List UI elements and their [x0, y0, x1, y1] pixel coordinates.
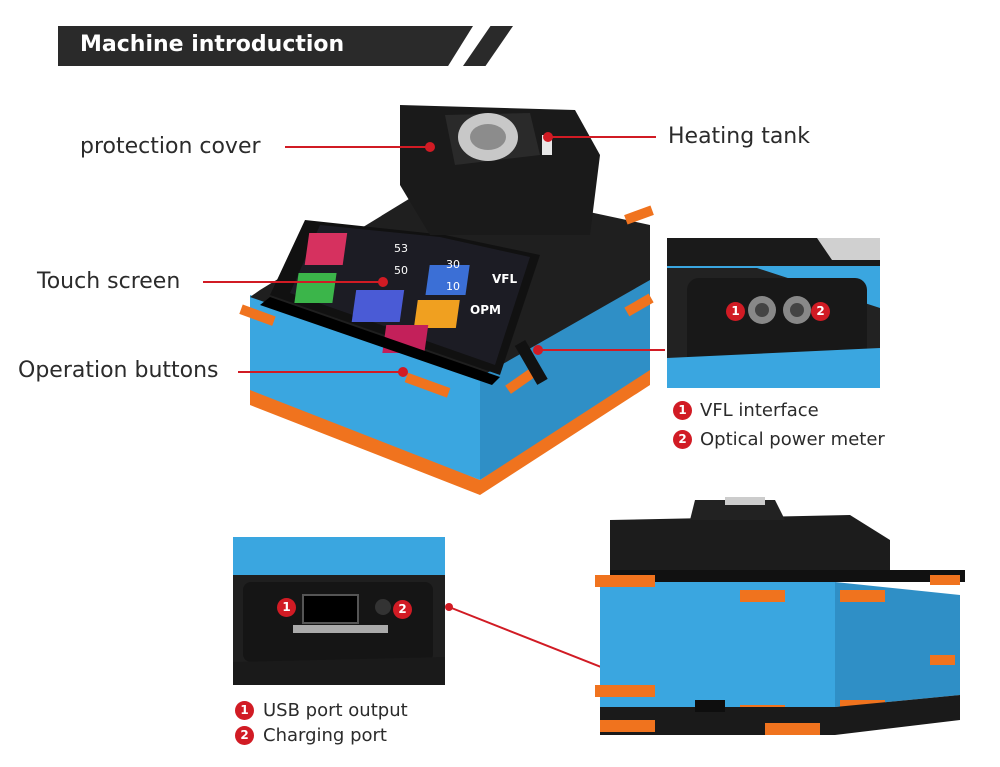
legend-charging-port: Charging port	[263, 725, 387, 746]
marker-heating-tank	[543, 132, 553, 142]
callout-operation-buttons: Operation buttons	[18, 358, 219, 383]
side-port-2-badge: 2	[811, 302, 830, 321]
leader-touch-screen	[203, 281, 383, 283]
marker-touch-screen	[378, 277, 388, 287]
front-port-1-badge: 1	[277, 598, 296, 617]
legend-side-2-badge: 2	[673, 430, 692, 449]
fusion-splicer-front-image	[595, 497, 965, 735]
legend-optical-power-meter: Optical power meter	[700, 429, 885, 450]
side-ports-detail-image	[667, 238, 880, 388]
marker-side-ports	[533, 345, 543, 355]
callout-touch-screen: Touch screen	[37, 269, 181, 294]
side-port-1-badge: 1	[726, 302, 745, 321]
screen-tile-vfl: VFL	[492, 272, 518, 286]
marker-operation-buttons	[398, 367, 408, 377]
marker-protection-cover	[425, 142, 435, 152]
page-title: Machine introduction	[80, 32, 345, 57]
callout-heating-tank: Heating tank	[668, 124, 810, 149]
legend-usb-port-output: USB port output	[263, 700, 408, 721]
screen-readout-3: 50	[394, 264, 408, 277]
leader-protection-cover	[285, 146, 430, 148]
fusion-splicer-main-image	[239, 105, 654, 495]
callout-protection-cover: protection cover	[80, 134, 261, 159]
leader-operation-buttons	[238, 371, 403, 373]
banner-bar	[58, 26, 473, 66]
leader-side-ports	[538, 349, 665, 351]
legend-vfl-interface: VFL interface	[700, 400, 819, 421]
section-banner: Machine introduction	[58, 26, 513, 66]
legend-front-1-badge: 1	[235, 701, 254, 720]
screen-readout-4: 10	[446, 280, 460, 293]
legend-side-1-badge: 1	[673, 401, 692, 420]
legend-front-2-badge: 2	[235, 726, 254, 745]
screen-readout-1: 53	[394, 242, 408, 255]
leader-heating-tank	[548, 136, 656, 138]
screen-readout-2: 30	[446, 258, 460, 271]
front-port-2-badge: 2	[393, 600, 412, 619]
screen-tile-opm: OPM	[470, 303, 501, 317]
